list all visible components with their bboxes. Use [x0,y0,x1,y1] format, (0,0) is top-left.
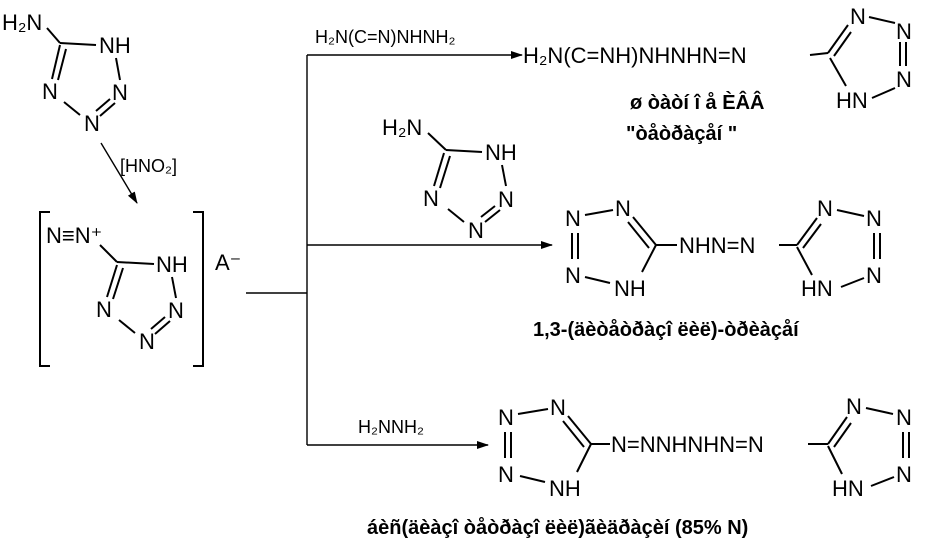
amine-label: H₂N [382,115,422,140]
left-bracket [39,211,50,367]
route1-chain: H₂N(C=NH)NHNHN=N [523,43,747,68]
amine-label: H₂N [2,10,42,35]
ring-n-label: N [896,405,912,430]
route1-caption-line2: "òåòðàçåí " [626,122,737,145]
bis-diazo-bridge: N=NNHNHN=N [611,432,764,457]
ring-n-label: N [84,111,100,136]
right-bracket [193,211,204,367]
ring-nh-label: NH [99,33,131,58]
ring-n-label: N [423,186,439,211]
ring-n-label: N [896,462,912,487]
ring-n-label: N [96,297,112,322]
ring-n-label: N [168,298,184,323]
ring-nh-label: NH [156,252,188,277]
ring-n-label: N [615,196,631,221]
ring-nh-label: NH [549,476,581,501]
route2-reagent-aminotetrazole: H₂N NH N N N [382,115,517,243]
ring-hn-label: HN [832,476,864,501]
diazonium-salt: N≡N⁺ NH N N N A⁻ [39,211,241,367]
ring-n-label: N [550,395,566,420]
route3-caption: áèñ(äèàçî òåòðàçî ëèë)ãèäðàçèí (85% N) [367,516,748,539]
ring-n-label: N [468,218,484,243]
route2-product: N N NH N NHN=N N N N HN [565,196,882,301]
ring-n-label: N [896,19,912,44]
ring-n-label: N [42,79,58,104]
ring-nh-label: NH [485,140,517,165]
route1-caption-line1: ø òàòí î å ÈÂÂ [630,90,764,114]
route3-product: N N NH N N=NNHNHN=N N N N HN [498,394,912,501]
ring-n-label: N [565,263,581,288]
nitrous-acid-label: [HNO₂] [120,156,177,176]
ring-n-label: N [498,187,514,212]
ring-n-label: N [817,196,833,221]
ring-n-label: N [498,405,514,430]
ring-n-label: N [896,67,912,92]
route2-caption: 1,3-(äèòåòðàçî ëèë)-òðèàçåí [533,318,800,341]
ring-n-label: N [866,206,882,231]
ring-hn-label: HN [836,88,868,113]
triazene-bridge: NHN=N [679,233,755,258]
ring-hn-label: HN [801,276,833,301]
diazotization-arrow [100,142,138,204]
aminoguanidine-reagent: H₂N(C=N)NHNH₂ [315,27,455,47]
route1-tetrazole-ring: N N N HN [809,4,912,113]
ring-n-label: N [850,4,866,29]
diazonium-group-label: N≡N⁺ [46,223,102,248]
ring-nh-label: NH [614,276,646,301]
hydrazine-reagent: H₂NNH₂ [358,417,424,437]
ring-n-label: N [498,462,514,487]
anion-label: A⁻ [215,250,241,275]
aminotetrazole-start: H₂N NH N N N [2,10,131,136]
branch-arrows [246,51,553,449]
ring-n-label: N [112,80,128,105]
ring-n-label: N [565,206,581,231]
ring-n-label: N [139,329,155,354]
ring-n-label: N [866,263,882,288]
ring-n-label: N [846,394,862,419]
